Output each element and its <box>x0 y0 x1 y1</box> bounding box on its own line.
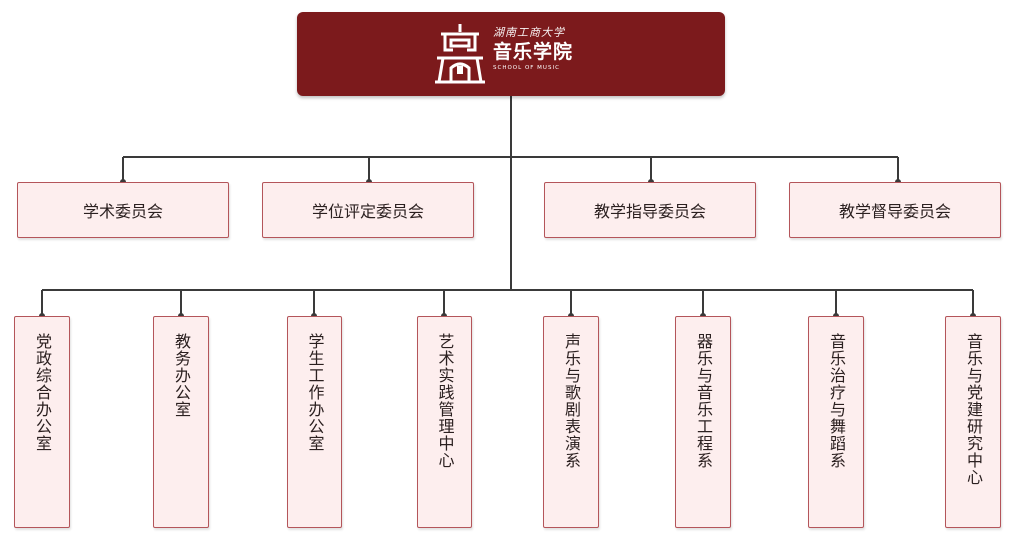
department-label: 音乐与党建研究中心 <box>964 333 983 486</box>
committee-label: 学位评定委员会 <box>311 202 424 221</box>
department-node-instrumental-music-engineering: 器乐与音乐工程系 <box>675 316 731 528</box>
department-label: 音乐治疗与舞蹈系 <box>827 333 846 469</box>
committee-node-academic: 学术委员会 <box>17 182 229 238</box>
department-node-art-practice-center: 艺术实践管理中心 <box>417 316 472 528</box>
department-label: 艺术实践管理中心 <box>435 333 455 469</box>
committee-node-teaching-guidance: 教学指导委员会 <box>544 182 756 238</box>
committee-label: 教学指导委员会 <box>593 202 706 221</box>
university-name: 湖南工商大学 <box>493 26 565 39</box>
school-logo-icon <box>435 24 485 84</box>
department-node-music-party-research: 音乐与党建研究中心 <box>945 316 1001 528</box>
school-english-name: SCHOOL OF MUSIC <box>493 65 560 71</box>
department-label: 党政综合办公室 <box>33 333 52 452</box>
department-label: 器乐与音乐工程系 <box>694 333 713 469</box>
department-node-general-office: 党政综合办公室 <box>14 316 70 528</box>
committee-label: 教学督导委员会 <box>838 202 951 221</box>
department-label: 声乐与歌剧表演系 <box>562 333 581 469</box>
department-node-academic-affairs: 教务办公室 <box>153 316 209 528</box>
department-label: 教务办公室 <box>172 333 191 418</box>
department-node-student-affairs: 学生工作办公室 <box>287 316 342 528</box>
committee-label: 学术委员会 <box>82 202 163 221</box>
department-node-music-therapy-dance: 音乐治疗与舞蹈系 <box>808 316 864 528</box>
department-node-vocal-opera: 声乐与歌剧表演系 <box>543 316 599 528</box>
committee-node-teaching-supervision: 教学督导委员会 <box>789 182 1001 238</box>
department-label: 学生工作办公室 <box>305 333 325 452</box>
school-name: 音乐学院 <box>493 41 574 63</box>
root-node-school-of-music: 湖南工商大学 音乐学院 SCHOOL OF MUSIC <box>297 12 725 96</box>
committee-node-degree-evaluation: 学位评定委员会 <box>262 182 474 238</box>
root-title-block: 湖南工商大学 音乐学院 SCHOOL OF MUSIC <box>493 26 573 73</box>
